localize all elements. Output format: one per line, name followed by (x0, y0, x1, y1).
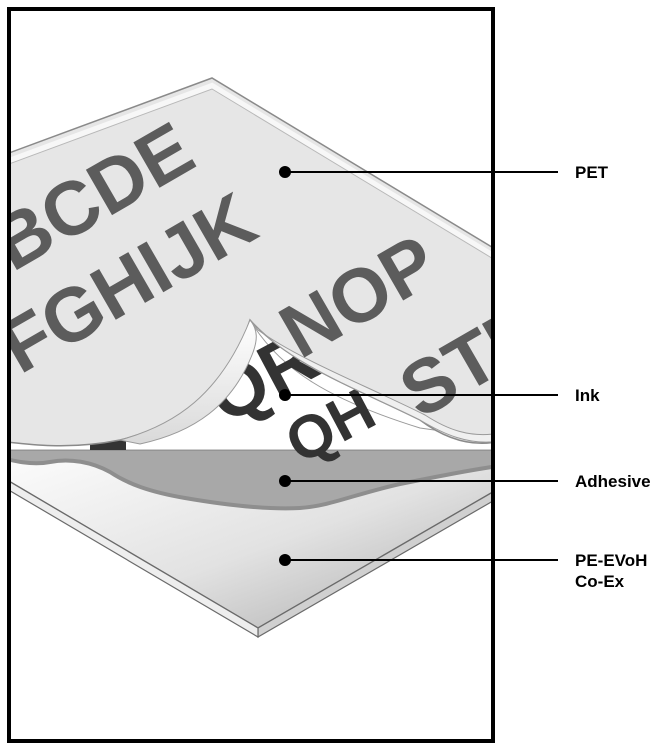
callout-ink (279, 389, 558, 401)
pet-curl-lip-right (249, 319, 492, 443)
diagram-frame (7, 7, 495, 743)
pet-layer: ABCDE FGHIJK NOP STU (10, 77, 492, 447)
pet-film-rim (10, 82, 492, 259)
adhesive-edge (10, 457, 492, 511)
callout-pe-evoh (279, 554, 558, 566)
callout-pet (279, 166, 558, 178)
label-pe-evoh-line2: Co-Ex (575, 572, 625, 591)
pe-evoh-film-edge-left (10, 481, 259, 639)
label-adhesive: Adhesive (575, 472, 651, 491)
pet-curl-lip (119, 319, 257, 445)
label-pet: PET (575, 163, 609, 182)
label-pe-evoh: PE-EVoH (575, 551, 648, 570)
label-ink: Ink (575, 386, 600, 405)
callout-adhesive (279, 475, 558, 487)
